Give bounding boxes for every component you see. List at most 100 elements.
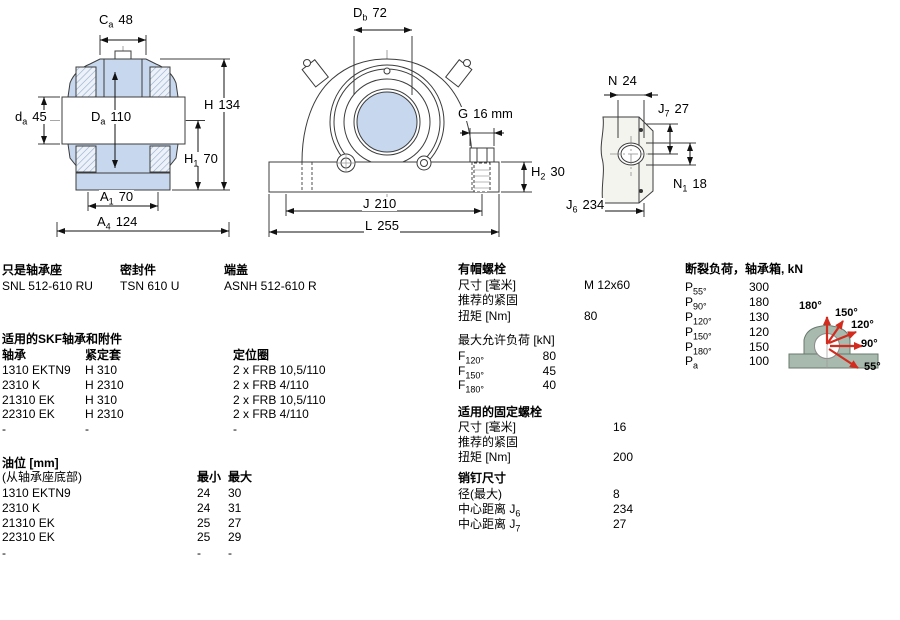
cap-bolt-torque-label: 扭矩 [Nm]: [458, 309, 511, 323]
ring-cell: -: [233, 422, 237, 436]
angle-label-180: 180°: [799, 300, 822, 312]
oil-min: 24: [197, 486, 211, 500]
load-row-label: F120°: [458, 349, 484, 366]
oil-level-subtitle: (从轴承座底部): [2, 470, 82, 484]
section-view-drawing: [38, 35, 230, 237]
breaking-load-value: 130: [748, 310, 769, 324]
ring-cell: 2 x FRB 10,5/110: [233, 393, 326, 407]
cap-bolt-torque-value: 80: [584, 309, 598, 323]
attach-bolt-size-value: 16: [613, 420, 627, 434]
attach-bolts-title: 适用的固定螺栓: [458, 405, 543, 419]
load-direction-diagram: [788, 316, 879, 369]
angle-label-55: 55°: [864, 361, 881, 373]
oil-row-name: 1310 EKTN9: [2, 486, 71, 500]
load-row-label: F180°: [458, 378, 484, 395]
breaking-load-label: P180°: [685, 340, 712, 357]
pin-row-value: 234: [613, 502, 634, 516]
housing-only-header: 只是轴承座: [2, 263, 63, 277]
breaking-load-value: 300: [748, 280, 769, 294]
load-row-value: 80: [542, 349, 556, 363]
angle-label-120: 120°: [851, 319, 874, 331]
end-cover-designation: ASNH 512-610 R: [224, 279, 317, 293]
breaking-load-value: 120: [748, 325, 769, 339]
attach-bolt-torque-label: 扭矩 [Nm]: [458, 450, 511, 464]
oil-max: 27: [228, 516, 242, 530]
breaking-loads-title: 断裂负荷，轴承箱, kN: [685, 262, 804, 276]
breaking-load-value: 100: [748, 354, 769, 368]
angle-label-90: 90°: [861, 338, 878, 350]
bearing-table-title: 适用的SKF轴承和附件: [2, 332, 123, 346]
cap-bolt-tighten-label: 推荐的紧固: [458, 293, 519, 307]
oil-row-name: 22310 EK: [2, 530, 55, 544]
oil-min: 24: [197, 501, 211, 515]
front-view-drawing: [268, 27, 532, 237]
pins-title: 销钉尺寸: [458, 471, 507, 485]
oil-min: -: [197, 546, 201, 560]
oil-row-name: 2310 K: [2, 501, 41, 515]
pin-row-label: 径(最大): [458, 487, 502, 501]
breaking-load-label: Pa: [685, 354, 699, 371]
oil-level-title: 油位 [mm]: [2, 456, 59, 470]
cap-bolt-size-label: 尺寸 [毫米]: [458, 278, 517, 292]
pin-row-label: 中心距离 J6: [458, 502, 521, 519]
breaking-load-label: P150°: [685, 325, 712, 342]
sleeve-cell: -: [85, 422, 89, 436]
oil-max: -: [228, 546, 232, 560]
oil-max: 29: [228, 530, 242, 544]
attach-bolt-size-label: 尺寸 [毫米]: [458, 420, 517, 434]
bearing-cell: -: [2, 422, 6, 436]
breaking-load-value: 150: [748, 340, 769, 354]
oil-min: 25: [197, 530, 211, 544]
pin-row-value: 27: [613, 517, 627, 531]
breaking-load-label: P90°: [685, 295, 707, 312]
max-load-title: 最大允许负荷 [kN]: [458, 333, 555, 347]
bearing-cell: 1310 EKTN9: [2, 363, 71, 377]
bearing-cell: 22310 EK: [2, 407, 55, 421]
ring-cell: 2 x FRB 4/110: [233, 378, 309, 392]
bearing-cell: 2310 K: [2, 378, 41, 392]
angle-label-150: 150°: [835, 307, 858, 319]
seal-header: 密封件: [120, 263, 157, 277]
breaking-load-label: P120°: [685, 310, 712, 327]
sleeve-cell: H 310: [85, 393, 118, 407]
sleeve-cell: H 2310: [85, 378, 124, 392]
base-view-drawing: [600, 92, 696, 217]
attach-bolt-tighten-label: 推荐的紧固: [458, 435, 519, 449]
col-bearing: 轴承: [2, 348, 27, 362]
col-min: 最小: [197, 470, 222, 484]
oil-max: 30: [228, 486, 242, 500]
pin-row-label: 中心距离 J7: [458, 517, 521, 534]
cap-bolt-size-value: M 12x60: [584, 278, 631, 292]
col-max: 最大: [228, 470, 253, 484]
ring-cell: 2 x FRB 4/110: [233, 407, 309, 421]
col-ring: 定位圈: [233, 348, 270, 362]
housing-designation: SNL 512-610 RU: [2, 279, 93, 293]
load-row-value: 45: [542, 364, 556, 378]
breaking-load-label: P55°: [685, 280, 707, 297]
breaking-load-value: 180: [748, 295, 769, 309]
oil-row-name: -: [2, 546, 6, 560]
col-sleeve: 紧定套: [85, 348, 122, 362]
load-row-label: F150°: [458, 364, 484, 381]
ring-cell: 2 x FRB 10,5/110: [233, 363, 326, 377]
oil-max: 31: [228, 501, 242, 515]
end-cover-header: 端盖: [224, 263, 249, 277]
